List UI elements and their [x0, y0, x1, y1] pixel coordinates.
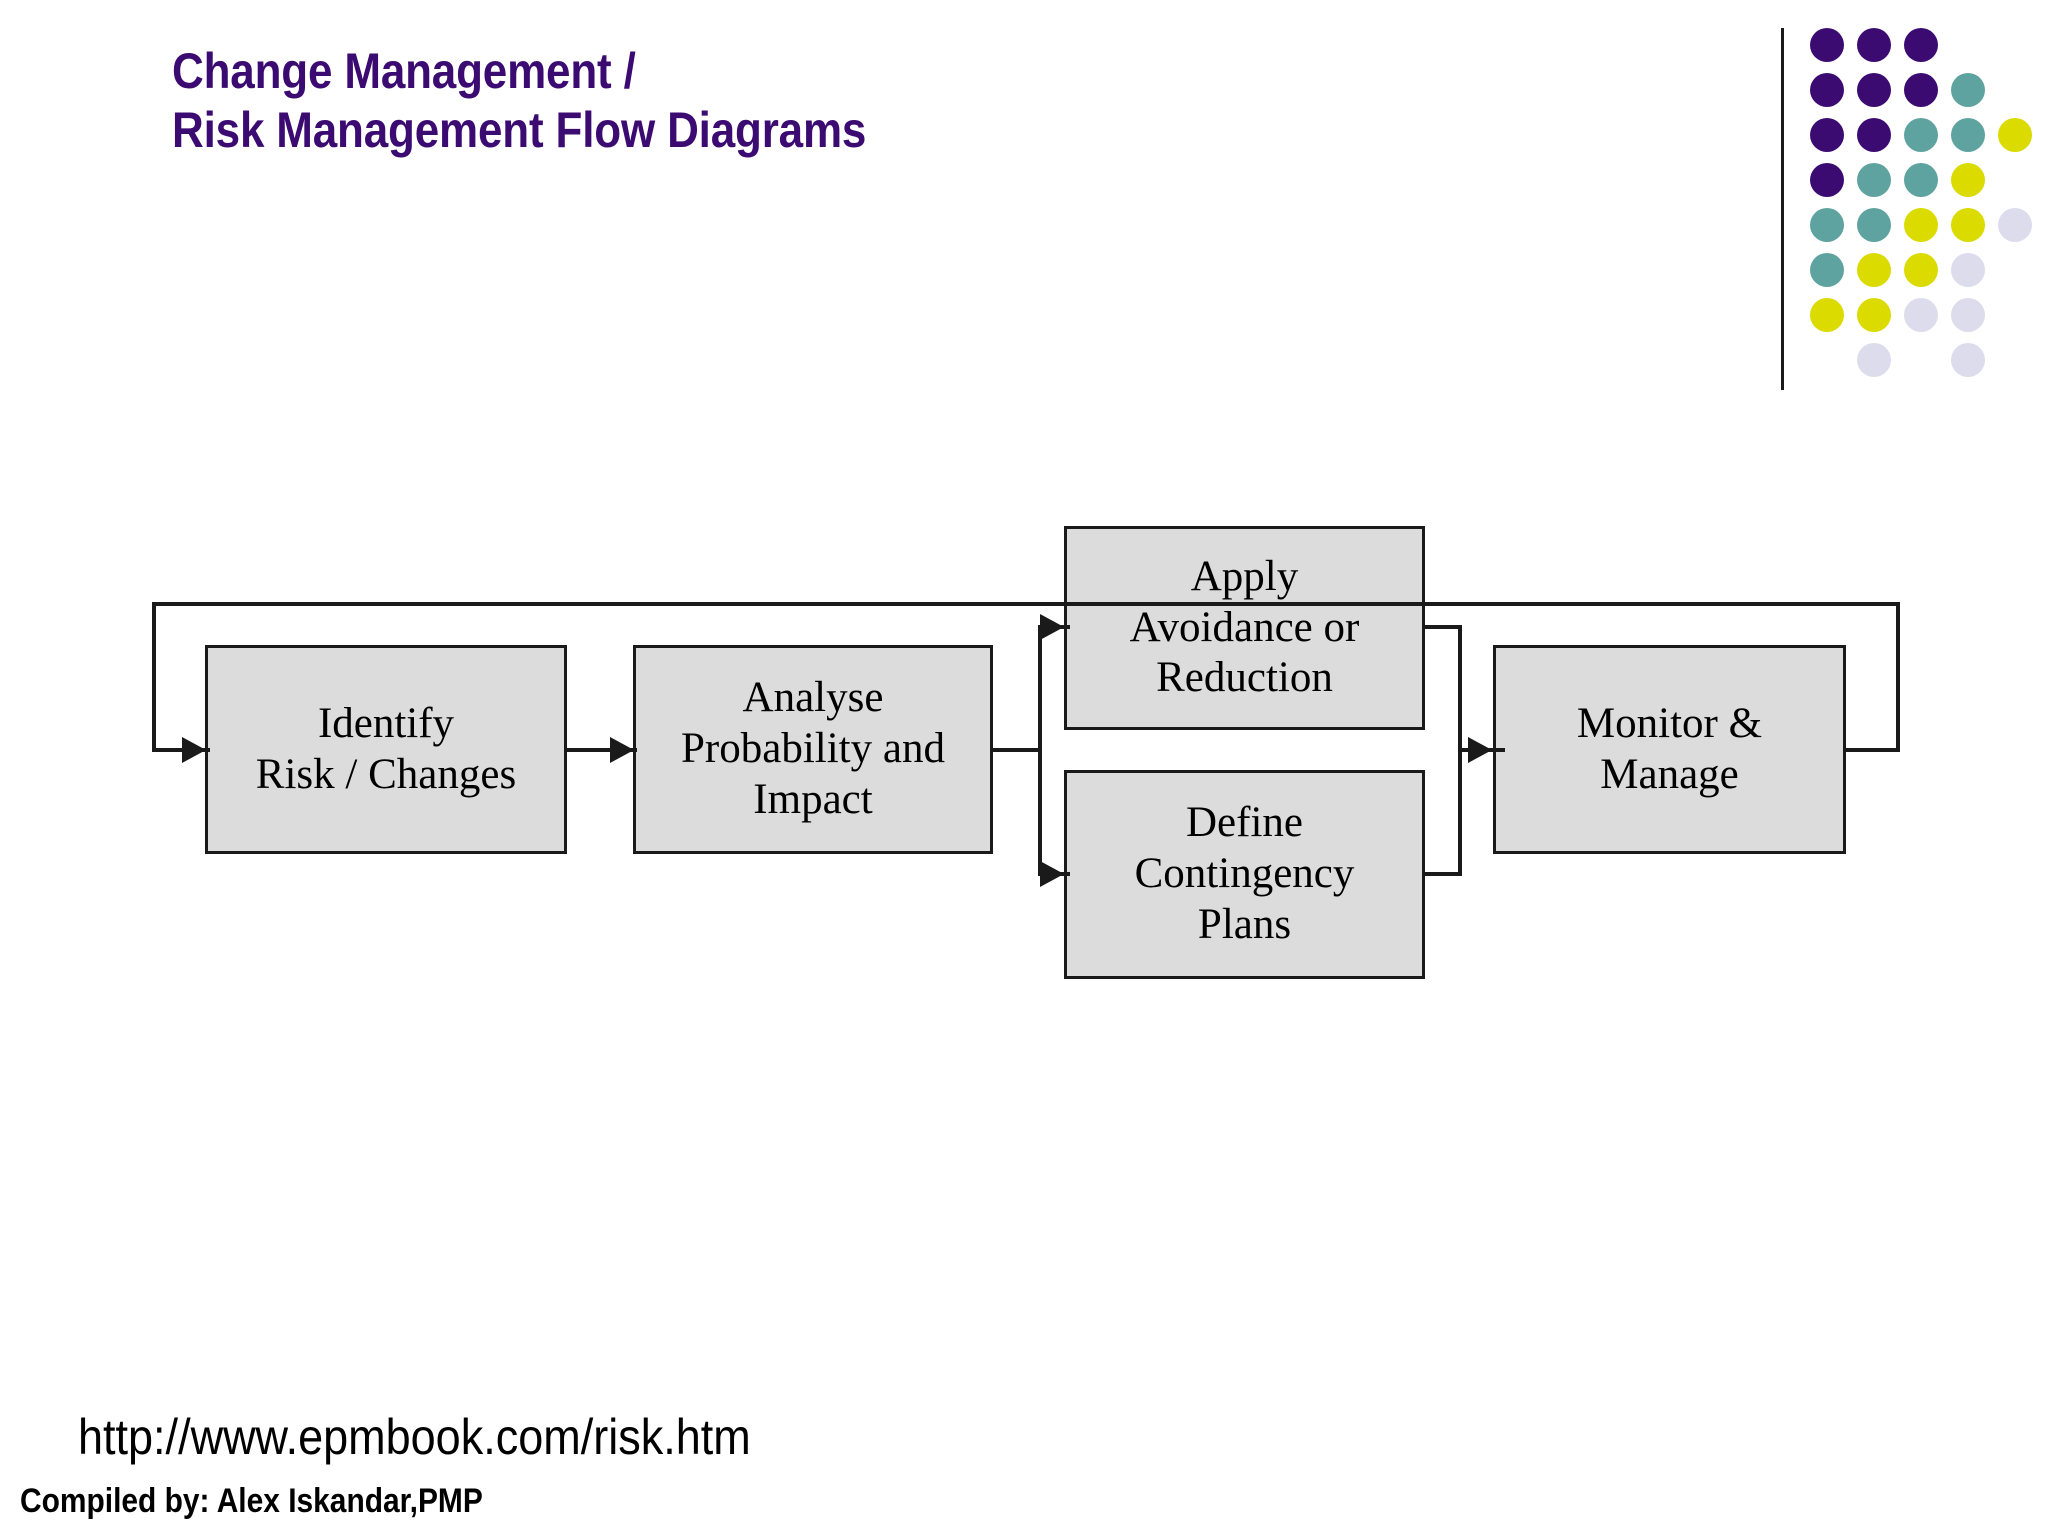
arrowhead-into-contingency — [1040, 861, 1064, 887]
edge-feedback-top-h — [152, 602, 1900, 606]
edge-feedback-right-v — [1896, 602, 1900, 752]
logo-dot-lavender — [1951, 343, 1985, 377]
logo-dot-yellow — [1904, 253, 1938, 287]
logo-dot-purple — [1810, 73, 1844, 107]
arrowhead-into-monitor — [1468, 737, 1492, 763]
logo-dot-teal — [1810, 208, 1844, 242]
logo-dot-teal — [1951, 118, 1985, 152]
source-url-text: http://www.epmbook.com/risk.htm — [78, 1409, 751, 1465]
arrowhead-into-identify — [182, 737, 206, 763]
logo-dot-purple — [1904, 73, 1938, 107]
edge-contingency-out — [1423, 872, 1462, 876]
flow-node-identify[interactable]: Identify Risk / Changes — [205, 645, 567, 854]
logo-dot-purple — [1810, 118, 1844, 152]
logo-dot-yellow — [1857, 298, 1891, 332]
flow-node-define-contingency[interactable]: Define Contingency Plans — [1064, 770, 1425, 979]
logo-dot-teal — [1951, 73, 1985, 107]
logo-dot-teal — [1857, 163, 1891, 197]
logo-dot-teal — [1810, 253, 1844, 287]
logo-dot-yellow — [1951, 208, 1985, 242]
edge-analyse-out — [991, 748, 1042, 752]
edge-identify-to-analyse — [565, 748, 637, 752]
logo-dot-teal — [1904, 118, 1938, 152]
logo-dot-purple — [1810, 163, 1844, 197]
edge-apply-out — [1423, 625, 1462, 629]
logo-dot-yellow — [1904, 208, 1938, 242]
logo-dot-yellow — [1810, 298, 1844, 332]
flow-node-analyse[interactable]: Analyse Probability and Impact — [633, 645, 993, 854]
logo-dot-lavender — [1904, 298, 1938, 332]
logo-dot-purple — [1857, 73, 1891, 107]
logo-dot-teal — [1904, 163, 1938, 197]
logo-dot-purple — [1810, 28, 1844, 62]
logo-dot-purple — [1904, 28, 1938, 62]
logo-dot-yellow — [1998, 118, 2032, 152]
arrowhead-into-analyse — [610, 737, 634, 763]
logo — [1770, 18, 2048, 390]
logo-dot-teal — [1857, 208, 1891, 242]
edge-analyse-split-v — [1038, 625, 1042, 876]
edge-feedback-to-identify-h — [152, 748, 210, 752]
flow-node-monitor-manage[interactable]: Monitor & Manage — [1493, 645, 1846, 854]
edge-feedback-left-v — [152, 602, 156, 750]
compiled-by-text: Compiled by: Alex Iskandar,PMP — [20, 1482, 483, 1520]
logo-dot-purple — [1857, 118, 1891, 152]
logo-dot-lavender — [1998, 208, 2032, 242]
logo-divider-line — [1781, 28, 1784, 390]
page-title: Change Management / Risk Management Flow… — [172, 43, 867, 158]
logo-dot-lavender — [1951, 253, 1985, 287]
logo-dot-grid — [1810, 28, 2046, 388]
flow-node-apply-avoidance[interactable]: Apply Avoidance or Reduction — [1064, 526, 1425, 730]
logo-dot-lavender — [1951, 298, 1985, 332]
logo-dot-purple — [1857, 28, 1891, 62]
arrowhead-into-apply — [1040, 614, 1064, 640]
logo-dot-yellow — [1857, 253, 1891, 287]
edge-monitor-to-feedback-h — [1844, 748, 1900, 752]
logo-dot-yellow — [1951, 163, 1985, 197]
logo-dot-lavender — [1857, 343, 1891, 377]
